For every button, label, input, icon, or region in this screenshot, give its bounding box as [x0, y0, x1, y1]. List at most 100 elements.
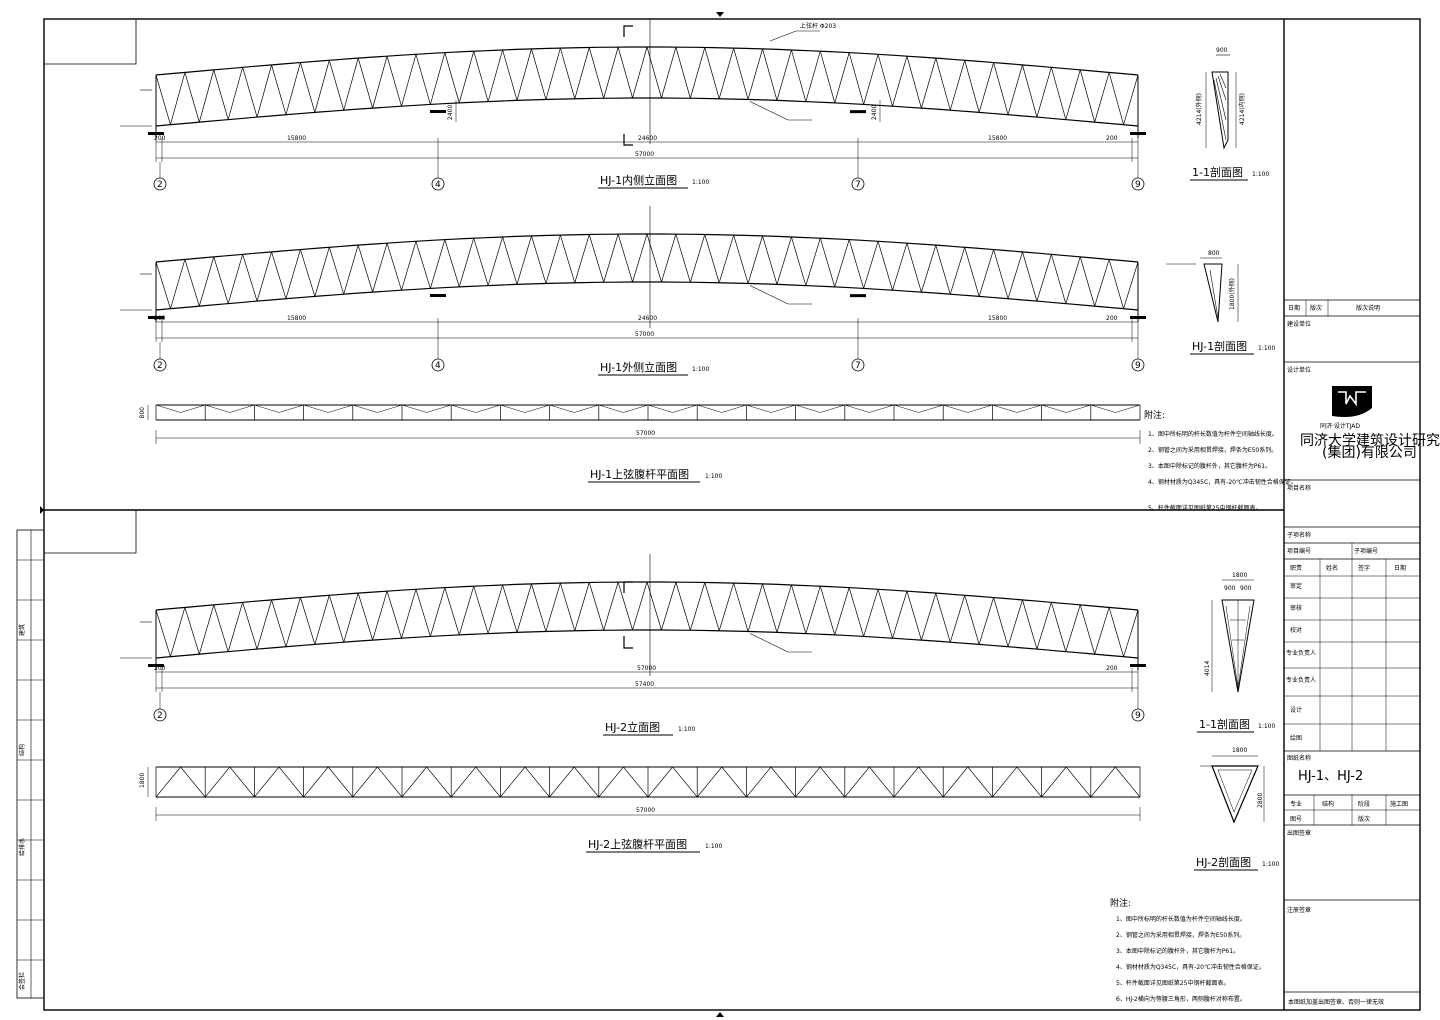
plan-width-value: 1800: [139, 773, 146, 788]
dim-value: 15800: [988, 315, 1007, 322]
web-member: [1022, 251, 1038, 302]
web-member: [415, 54, 431, 105]
sign-header-date: 日期: [1394, 564, 1406, 572]
leader: [749, 101, 789, 121]
web-member: [430, 52, 446, 105]
web-member: [1123, 609, 1139, 657]
web-member: [935, 593, 951, 643]
project-name-label: 项目名称: [1287, 484, 1311, 492]
bottom-chord: [155, 629, 1139, 659]
web-member: [805, 586, 821, 634]
web-member: [1079, 69, 1096, 123]
axis-2-label: 2: [157, 180, 163, 190]
role-check: 校对: [1290, 626, 1302, 634]
web-member: [430, 239, 446, 289]
web-member: [458, 51, 475, 103]
web-member: [213, 604, 229, 652]
plan-diagonal: [1090, 404, 1116, 413]
section-mark-upper-a: [623, 25, 633, 37]
upper-note-5: 5、杆件截面详见图纸第25中钢杆截面表。: [1148, 504, 1261, 512]
web-member: [964, 247, 980, 297]
web-member: [531, 235, 547, 284]
axis-4-label: 4: [435, 180, 441, 190]
top-chord: [155, 46, 1139, 76]
plan-diagonal: [967, 404, 993, 413]
web-member: [863, 54, 879, 105]
title-hj1-outer-text: HJ-1外侧立面图: [600, 360, 677, 374]
web-member: [545, 234, 561, 284]
upper-note-4: 4、钢材材质为Q345C，具有-20℃冲击韧性合格保证。: [1148, 478, 1297, 486]
axis-7-label: 7: [855, 361, 861, 371]
web-member: [560, 234, 576, 283]
support-plate: [1130, 664, 1146, 667]
web-member: [155, 609, 171, 657]
web-member: [661, 234, 677, 283]
web-member: [314, 595, 330, 645]
role-approve: 审定: [1290, 582, 1302, 590]
web-member: [1051, 602, 1067, 652]
web-member: [632, 233, 648, 283]
web-member: [516, 48, 532, 101]
web-member: [1094, 72, 1110, 123]
plan-diagonal: [180, 766, 206, 798]
web-member: [487, 236, 503, 286]
plan-diagonal: [450, 766, 477, 798]
web-member: [588, 234, 605, 283]
axis-2-bubble: [153, 708, 167, 722]
web-member: [733, 582, 749, 632]
hj1-section-main: 800 1800(外侧) HJ-1剖面图 1:100: [1166, 250, 1275, 355]
stage-value: 施工图: [1390, 800, 1408, 808]
web-member: [1065, 69, 1081, 120]
dim-value: 15800: [988, 135, 1007, 142]
web-member: [1007, 599, 1023, 647]
upper-note-1: 1、图中所标明的杆长数值为杆件空间轴线长度。: [1148, 430, 1278, 438]
rev-header-date: 日期: [1288, 304, 1300, 312]
web-member: [198, 256, 215, 307]
corner-box-upper: [44, 19, 137, 65]
web-member: [343, 593, 359, 643]
plan-diagonal: [426, 766, 452, 798]
web-member: [401, 54, 417, 107]
plan-diagonal: [746, 766, 772, 798]
title-hj2-plan-scale: 1:100: [705, 843, 722, 850]
web-member: [588, 582, 605, 631]
web-member: [574, 47, 590, 99]
web-member: [1123, 74, 1139, 125]
web-member: [949, 595, 966, 643]
plan-diagonal: [992, 404, 1018, 413]
plan-diagonal: [475, 404, 501, 413]
sign-header-name: 姓名: [1326, 564, 1338, 572]
role-draw: 绘图: [1290, 734, 1302, 742]
web-member: [747, 583, 763, 632]
axis-4-label: 4: [435, 361, 441, 371]
plan-diagonal: [524, 404, 550, 413]
title-hj1-outer-scale: 1:100: [692, 366, 709, 373]
web-member: [964, 60, 980, 113]
drawing-frame: [43, 18, 1421, 1011]
leader: [749, 285, 789, 305]
web-member: [473, 51, 489, 102]
sechj1-top-dim: 800: [1208, 250, 1220, 257]
web-member: [1036, 602, 1052, 650]
plan-diagonal: [623, 404, 649, 413]
sec1-scale: 1:100: [1252, 171, 1269, 178]
web-member: [328, 60, 345, 111]
version-label: 版次: [1358, 815, 1370, 823]
plan-diagonal: [967, 766, 993, 798]
plan-diagonal: [672, 766, 698, 798]
web-member: [805, 51, 821, 102]
dim-total: 57000: [635, 331, 654, 338]
web-member: [704, 582, 720, 631]
plan-diagonal: [451, 404, 476, 413]
web-member: [689, 582, 706, 631]
title-hj2-elev-text: HJ-2立面图: [605, 720, 660, 734]
support-plate: [850, 110, 866, 114]
web-member: [949, 60, 966, 111]
sechj2-top-dim: 1800: [1232, 747, 1247, 754]
sechj1-scale: 1:100: [1258, 345, 1275, 352]
axis-2-label: 2: [157, 711, 163, 721]
plan-diagonal: [942, 766, 969, 798]
role-lead-1: 专业负责人: [1286, 649, 1316, 657]
web-member: [921, 245, 937, 293]
